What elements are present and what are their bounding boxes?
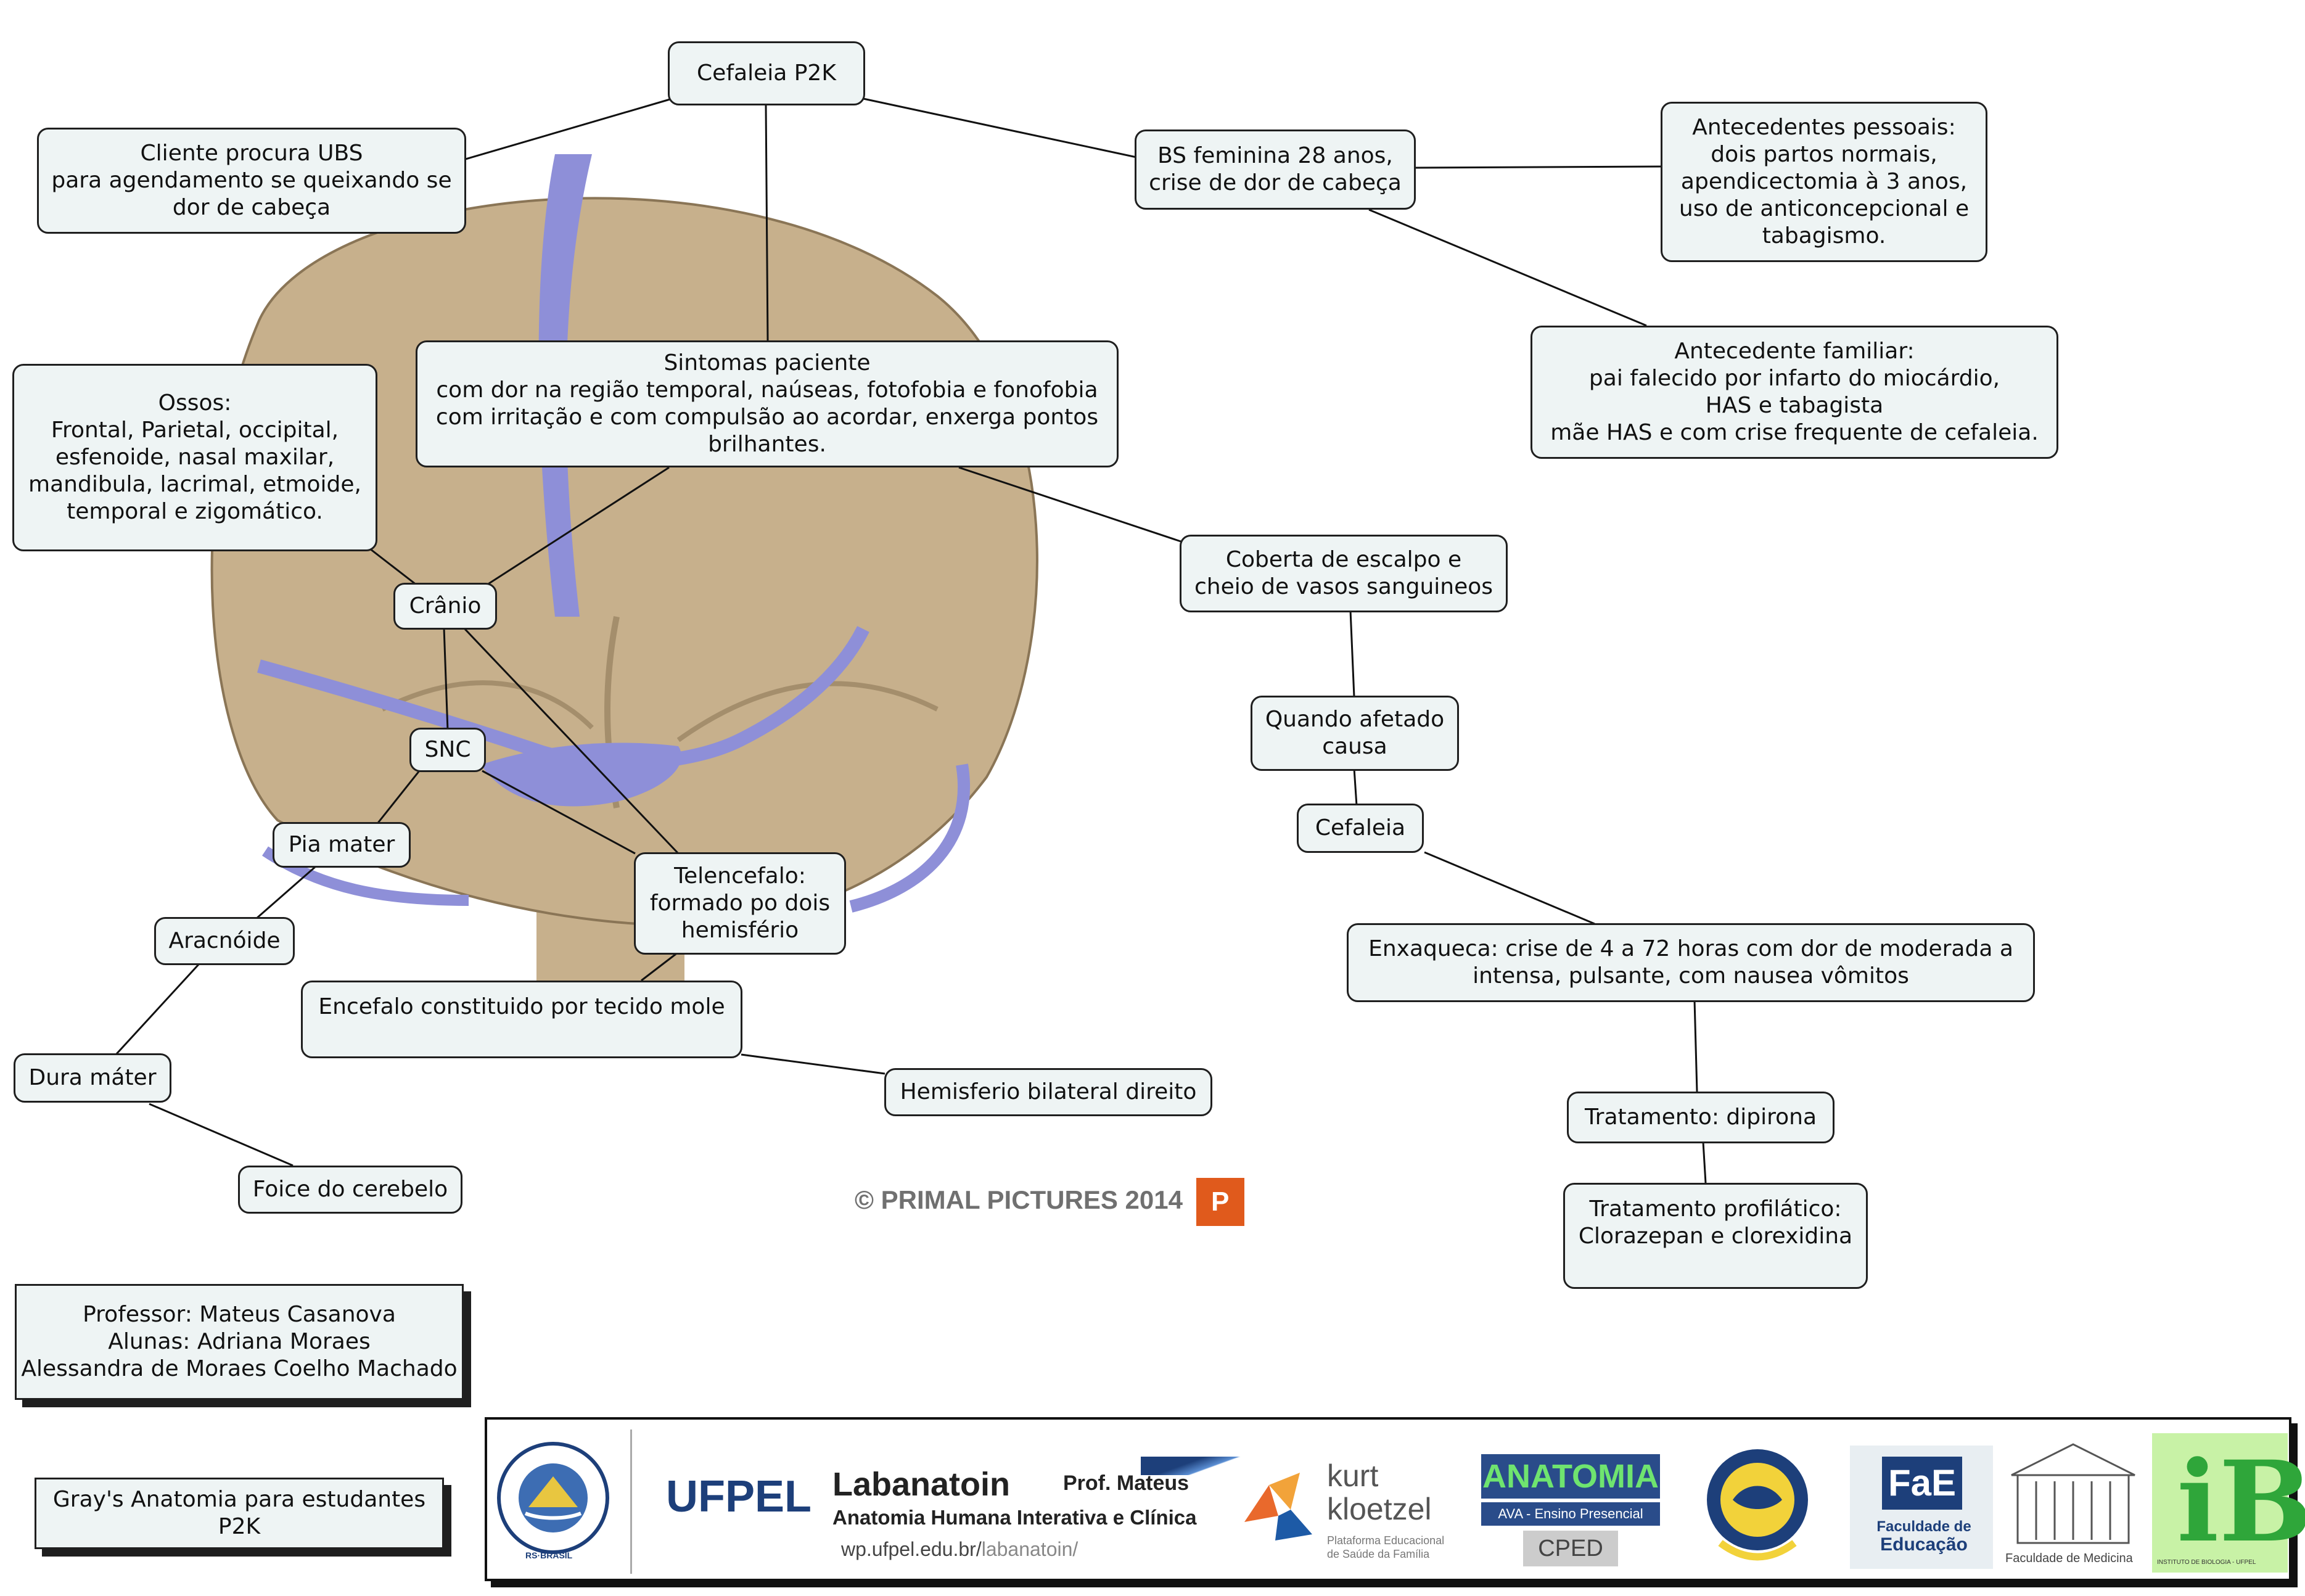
edge-snc-pia: [375, 770, 421, 826]
node-ossos[interactable]: Ossos: Frontal, Parietal, occipital, esf…: [12, 364, 377, 551]
labanatoin-url-path: labanatoin/: [981, 1538, 1079, 1560]
node-coberta[interactable]: Coberta de escalpo e cheio de vasos sang…: [1180, 535, 1508, 612]
ufpel-seal-logo: [497, 1442, 609, 1554]
ib-monogram-icon: iB: [2177, 1437, 2305, 1567]
node-cliente[interactable]: Cliente procura UBS para agendamento se …: [37, 128, 466, 234]
edge-ossos-cranio: [369, 548, 417, 586]
labanatoin-subtitle: Anatomia Humana Interativa e Clínica: [832, 1506, 1197, 1529]
prof-mateus-label: Prof. Mateus: [1063, 1471, 1189, 1495]
edge-sintomas-cranio: [487, 466, 670, 586]
node-profilatico[interactable]: Tratamento profilático: Clorazepan e clo…: [1563, 1183, 1868, 1289]
ib-subtitle: INSTITUTO DE BIOLOGIA - UFPEL: [2157, 1559, 2256, 1566]
brain-fold: [381, 680, 594, 730]
node-antecedentes-pessoais[interactable]: Antecedentes pessoais: dois partos norma…: [1661, 102, 1987, 262]
node-tratamento[interactable]: Tratamento: dipirona: [1567, 1092, 1835, 1143]
fae-monogram-icon: FaE: [1882, 1457, 1962, 1510]
banner-divider: [630, 1429, 632, 1574]
edge-title-cliente: [465, 97, 673, 160]
edge-pia-aracnoide: [255, 865, 316, 920]
node-pia-mater[interactable]: Pia mater: [273, 822, 411, 868]
kurt-label: kurt: [1327, 1458, 1379, 1493]
kurt-subtitle-2: de Saúde da Família: [1327, 1548, 1430, 1560]
edge-enxaqueca-tratamento: [1693, 1000, 1698, 1092]
primal-pictures-logo: P: [1196, 1178, 1244, 1226]
edge-dura-foice: [149, 1103, 294, 1167]
edge-bs-familiar: [1368, 208, 1647, 327]
sigmoid-sinus: [849, 763, 971, 913]
edge-encefalo-hemisferio: [741, 1053, 885, 1075]
node-cranio[interactable]: Crânio: [393, 583, 497, 630]
brain-outline: [210, 197, 1038, 927]
labanatoin-url: wp.ufpel.edu.br/labanatoin/: [841, 1538, 1078, 1561]
ufpel-wordmark: UFPEL: [666, 1472, 812, 1521]
edge-cranio-telencefalo: [462, 627, 680, 855]
credits-box: Professor: Mateus Casanova Alunas: Adria…: [15, 1284, 464, 1400]
labanatoin-title: Labanatoin: [832, 1466, 1011, 1503]
faculdade-medicina-building-icon: [2011, 1443, 2135, 1544]
node-dura-mater[interactable]: Dura máter: [14, 1053, 171, 1103]
venous-confluence: [481, 742, 682, 807]
primal-pictures-copyright: © PRIMAL PICTURES 2014 P: [855, 1178, 1244, 1226]
node-aracnoide[interactable]: Aracnóide: [154, 917, 295, 965]
fae-label-2: Educação: [1880, 1534, 1968, 1555]
faculdade-medicina-label: Faculdade de Medicina: [2005, 1552, 2133, 1565]
labanatoin-stripe: [1141, 1457, 1252, 1475]
edge-sintomas-coberta: [958, 466, 1181, 543]
node-sintomas[interactable]: Sintomas paciente com dor na região temp…: [416, 340, 1119, 467]
node-quando[interactable]: Quando afetado causa: [1251, 696, 1459, 771]
ava-label: AVA - Ensino Presencial: [1481, 1502, 1660, 1526]
node-title[interactable]: Cefaleia P2K: [668, 41, 865, 105]
node-foice[interactable]: Foice do cerebelo: [238, 1166, 462, 1214]
institutional-emblem-logo: [1707, 1449, 1808, 1561]
edge-snc-telencefalo: [482, 770, 636, 855]
edge-title-bs: [863, 97, 1137, 158]
fae-label-1: Faculdade de: [1876, 1518, 1971, 1535]
edge-coberta-quando: [1349, 610, 1355, 697]
edge-tratamento-profilatico: [1702, 1141, 1707, 1183]
brain-fold: [676, 681, 939, 742]
edges: [115, 97, 1707, 1183]
edge-cefaleia-enxaqueca: [1424, 851, 1595, 925]
node-enxaqueca[interactable]: Enxaqueca: crise de 4 a 72 horas com dor…: [1347, 923, 2035, 1002]
labanatoin-url-host: wp.ufpel.edu.br/: [841, 1538, 982, 1560]
copyright-text: © PRIMAL PICTURES 2014: [855, 1185, 1183, 1215]
edge-quando-cefaleia: [1353, 768, 1358, 806]
edge-aracnoide-dura: [115, 963, 200, 1056]
edge-title-sintomas: [765, 104, 769, 341]
node-cefaleia[interactable]: Cefaleia: [1297, 804, 1424, 853]
kurt-kloetzel-icon: [1244, 1473, 1312, 1540]
node-antecedente-familiar[interactable]: Antecedente familiar: pai falecido por i…: [1531, 326, 2058, 459]
node-bs[interactable]: BS feminina 28 anos, crise de dor de cab…: [1135, 130, 1416, 210]
kurt-subtitle-1: Plataforma Educacional: [1327, 1534, 1445, 1547]
node-snc[interactable]: SNC: [409, 728, 486, 772]
edge-telencefalo-encefalo: [641, 951, 679, 982]
node-hemisferio[interactable]: Hemisferio bilateral direito: [884, 1068, 1212, 1116]
kloetzel-label: kloetzel: [1327, 1492, 1432, 1526]
node-telencefalo[interactable]: Telencefalo: formado po dois hemisfério: [634, 852, 846, 955]
edge-bs-pessoais: [1415, 165, 1662, 169]
brain-shape: [212, 198, 1037, 926]
ib-logo-panel: [2152, 1433, 2288, 1573]
edge-cranio-snc: [443, 627, 449, 731]
logos-banner: RS·BRASIL UFPEL Labanatoin Prof. Mateus …: [485, 1417, 2305, 1581]
node-encefalo[interactable]: Encefalo constituido por tecido mole: [301, 981, 742, 1058]
ufpel-seal-sub: RS·BRASIL: [525, 1550, 573, 1560]
cped-label: CPED: [1523, 1531, 1618, 1566]
anatomia-logo: ANATOMIA: [1481, 1454, 1660, 1499]
book-reference-box: Gray's Anatomia para estudantes P2K: [35, 1478, 444, 1549]
